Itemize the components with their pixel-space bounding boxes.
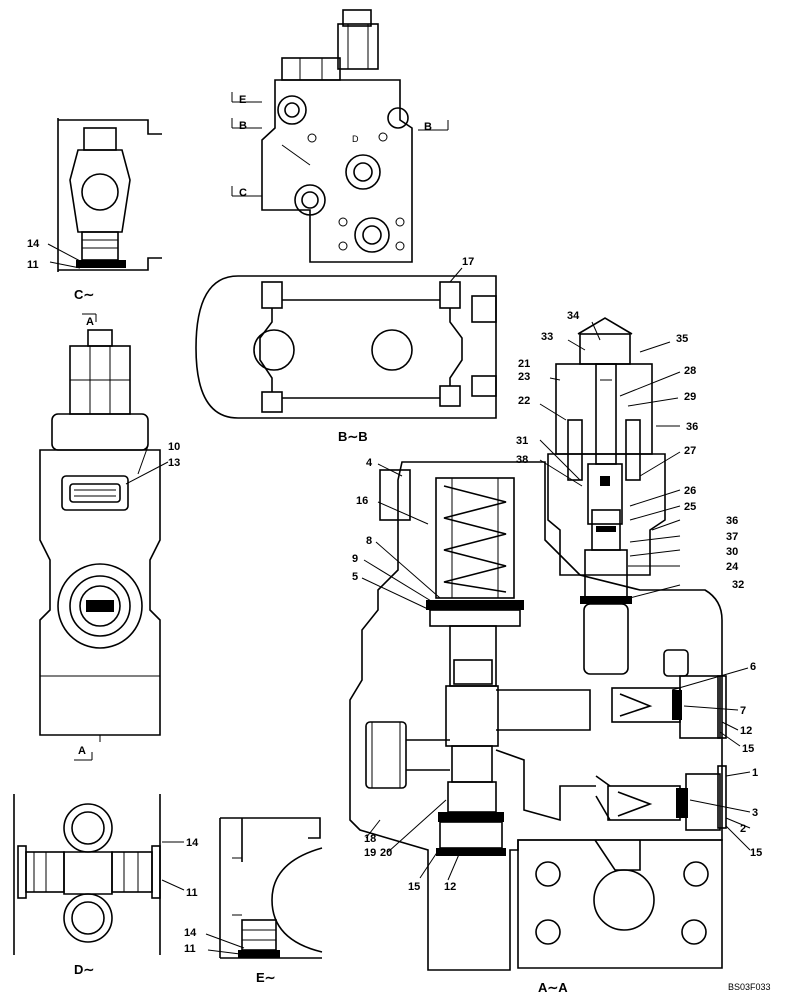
label-21: 21	[518, 358, 530, 370]
label-36a: 36	[686, 421, 698, 433]
top-body	[261, 79, 413, 263]
label-36b: 36	[726, 515, 738, 527]
label-c11: 11	[27, 259, 39, 271]
caption-bb: B∼B	[338, 429, 368, 444]
label-27: 27	[684, 445, 696, 457]
c-port	[81, 173, 119, 211]
label-8: 8	[366, 535, 372, 547]
top-cap	[342, 9, 372, 27]
bb-body	[195, 275, 497, 419]
label-7: 7	[740, 705, 746, 717]
aa-cap	[579, 333, 631, 365]
label-c14: 14	[27, 238, 40, 250]
a-port-outer	[57, 563, 143, 649]
label-6: 6	[750, 661, 756, 673]
view-aa: 34 33 35 21 23 28 22 29 36 4 31 38 27 26…	[349, 310, 762, 995]
label-bb17: 17	[462, 256, 474, 268]
label-34: 34	[567, 310, 580, 322]
label-37: 37	[726, 531, 738, 543]
d-fitting-left	[25, 851, 65, 893]
aa-spring-housing	[435, 477, 515, 599]
label-26: 26	[684, 485, 696, 497]
label-d11: 11	[186, 887, 198, 899]
label-33: 33	[541, 331, 553, 343]
label-12a: 12	[740, 725, 752, 737]
label-15c: 15	[408, 881, 420, 893]
label-30: 30	[726, 546, 738, 558]
label-18: 18	[364, 833, 376, 845]
label-5: 5	[352, 571, 358, 583]
figure-code: BS03F033	[728, 982, 771, 992]
label-16: 16	[356, 495, 368, 507]
label-32: 32	[732, 579, 744, 591]
label-e11: 11	[184, 943, 196, 955]
aa-left-port	[365, 721, 407, 789]
a-body	[39, 449, 161, 736]
view-a: A 10 13 A	[39, 313, 180, 761]
label-15a: 15	[742, 743, 754, 755]
d-fitting-right	[111, 851, 153, 893]
view-bb: 17 B∼B	[195, 256, 497, 444]
label-31: 31	[516, 435, 528, 447]
label-e14: 14	[184, 927, 197, 939]
label-9: 9	[352, 553, 358, 565]
c-body	[69, 149, 131, 233]
label-38: 38	[516, 454, 528, 466]
aa-hole-center	[593, 869, 655, 931]
label-22: 22	[518, 395, 530, 407]
label-19: 19	[364, 847, 376, 859]
view-e: 14 11 E∼	[184, 817, 323, 985]
top-solenoid	[337, 23, 379, 70]
marker-b-right: B	[424, 121, 432, 133]
caption-e: E∼	[256, 970, 276, 985]
caption-d: D∼	[74, 962, 94, 977]
label-28: 28	[684, 365, 696, 377]
aa-body	[349, 461, 723, 971]
caption-a-bottom: A	[78, 745, 86, 757]
marker-c: C	[239, 187, 247, 199]
marker-d: D	[352, 134, 359, 144]
label-15b: 15	[750, 847, 762, 859]
label-a13: 13	[168, 457, 180, 469]
label-d14: 14	[186, 837, 199, 849]
aa-spool-upper	[583, 603, 629, 675]
label-2: 2	[740, 823, 746, 835]
aa-housing	[555, 363, 653, 455]
marker-b-left: B	[239, 120, 247, 132]
marker-e: E	[239, 94, 246, 106]
aa-spool	[449, 625, 497, 687]
label-23: 23	[518, 371, 530, 383]
label-25: 25	[684, 501, 696, 513]
label-24: 24	[726, 561, 739, 573]
top-view: E B B C D	[231, 9, 449, 263]
caption-c: C∼	[74, 287, 94, 302]
top-hexnut	[281, 57, 341, 81]
label-3: 3	[752, 807, 758, 819]
caption-a-top: A	[86, 316, 94, 328]
caption-aa: A∼A	[538, 980, 568, 995]
label-4: 4	[366, 457, 373, 469]
label-29: 29	[684, 391, 696, 403]
label-35: 35	[676, 333, 688, 345]
view-d: 14 11 D∼	[13, 794, 199, 977]
label-a10: 10	[168, 441, 180, 453]
label-12b: 12	[444, 881, 456, 893]
label-1: 1	[752, 767, 758, 779]
label-20: 20	[380, 847, 392, 859]
view-c: 14 11 C∼	[27, 118, 162, 302]
